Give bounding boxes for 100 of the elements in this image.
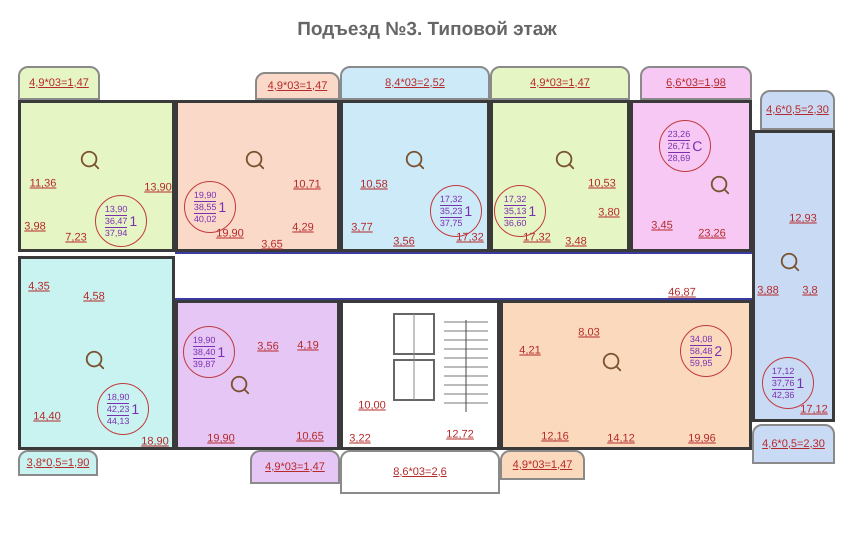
room-area: 4,19 [297,340,319,352]
area-value: 28,69 [668,152,690,164]
apartment-badge [659,120,711,172]
area-value: 17,32 [440,194,462,206]
room-area: 3,22 [349,432,371,446]
area-value: 36,60 [504,218,526,228]
area-value: 58,48 [690,346,712,358]
room-area: 3,80 [598,206,620,220]
room-area: 19,90 [216,228,244,240]
room-area: 3,88 [757,284,779,298]
area-value: 19,90 [192,334,216,346]
balcony [250,450,340,484]
area-value: 23,26 [668,128,690,140]
area-value: 13,90 [104,204,128,216]
apartment-plan [175,100,340,252]
room-area: 4,29 [292,222,314,234]
apartment-badge [95,195,147,247]
balcony [340,66,490,100]
apartment-plan [18,256,175,450]
balcony [490,66,630,100]
area-value: 17,12 [772,366,794,378]
room-area: 10,71 [293,178,321,192]
balcony-area: 4,9*03=1,47 [530,74,590,92]
apartment-plan [18,100,175,252]
area-value: 40,02 [194,214,216,224]
area-value: 37,75 [440,218,462,228]
balcony-area: 8,4*03=2,52 [385,74,445,92]
room-area: 10,53 [588,178,616,190]
room-area: 46,87 [668,286,696,300]
room-area: 10,58 [360,178,388,192]
area-value: 37,94 [104,228,128,238]
area-value: 17,32 [504,194,526,206]
apartment-plan [340,100,490,252]
apartment-plan [175,300,340,450]
room-area: 12,72 [446,428,474,442]
apartment-badge [183,326,235,378]
room-area: 17,12 [800,404,828,416]
area-value: 34,08 [690,334,712,346]
room-area: 3,45 [651,220,673,232]
apartment-type: С [692,136,702,156]
apartment-plan [630,100,752,252]
area-value: 19,90 [194,190,216,202]
area-value: 39,87 [192,358,216,370]
room-area: 3,8 [802,284,818,298]
room-area: 4,35 [28,280,50,294]
apartment-plan [490,100,630,252]
apartment-type: 1 [131,400,140,418]
room-area: 4,58 [83,290,105,304]
room-area: 14,40 [33,410,61,424]
plan-title: Подъезд №3. Типовой этаж [296,18,558,42]
area-value: 35,13 [504,206,526,218]
apartment-type: 1 [129,212,138,230]
area-value: 38,55 [194,202,216,214]
balcony-area: 4,9*03=1,47 [268,78,328,94]
room-area: 3,56 [393,236,415,248]
area-value: 26,71 [668,140,690,152]
balcony-area: 4,9*03=1,47 [512,456,572,474]
balcony [500,450,585,480]
apartment-badge [97,383,149,435]
balcony [640,66,752,100]
room-area: 17,32 [523,232,551,244]
apartment-type: 1 [464,202,472,220]
room-area: 3,65 [261,238,283,252]
room-area: 17,32 [456,232,484,244]
apartment-type: 1 [218,198,226,216]
balcony [255,72,340,100]
room-area: 3,48 [565,236,587,248]
apartment-type: 1 [796,374,804,392]
room-area: 19,96 [688,432,716,446]
room-area: 12,16 [541,430,569,444]
balcony [752,424,835,464]
room-area: 3,77 [351,222,373,234]
balcony [18,66,100,100]
balcony-area: 4,9*03=1,47 [265,458,325,476]
room-area: 3,56 [257,340,279,354]
room-area: 7,23 [65,232,87,244]
area-value: 59,95 [690,358,712,368]
balcony-area: 4,6*0,5=2,30 [762,436,825,452]
apartment-type: 2 [714,342,722,360]
balcony-area: 4,9*03=1,47 [29,74,89,92]
apartment-type: 1 [528,202,536,220]
apartment-plan [500,300,752,450]
area-value: 37,76 [772,378,794,390]
balcony [760,90,835,130]
apartment-plan [340,300,500,450]
room-area: 8,03 [578,326,600,340]
room-area: 4,21 [519,344,541,358]
apartment-badge [680,325,732,377]
room-area: 18,90 [141,436,169,448]
room-area: 10,00 [358,400,386,412]
balcony-area: 6,6*03=1,98 [666,74,726,92]
balcony-area: 4,6*0,5=2,30 [766,102,829,118]
balcony [18,450,98,476]
area-value: 36,47 [104,216,128,228]
area-value: 44,13 [106,416,130,426]
balcony-area: 8,6*03=2,6 [393,464,447,480]
balcony-area: 3,8*0,5=1,90 [26,454,90,472]
room-area: 14,12 [607,432,635,446]
area-value: 18,90 [106,392,130,404]
room-area: 23,26 [698,228,726,240]
